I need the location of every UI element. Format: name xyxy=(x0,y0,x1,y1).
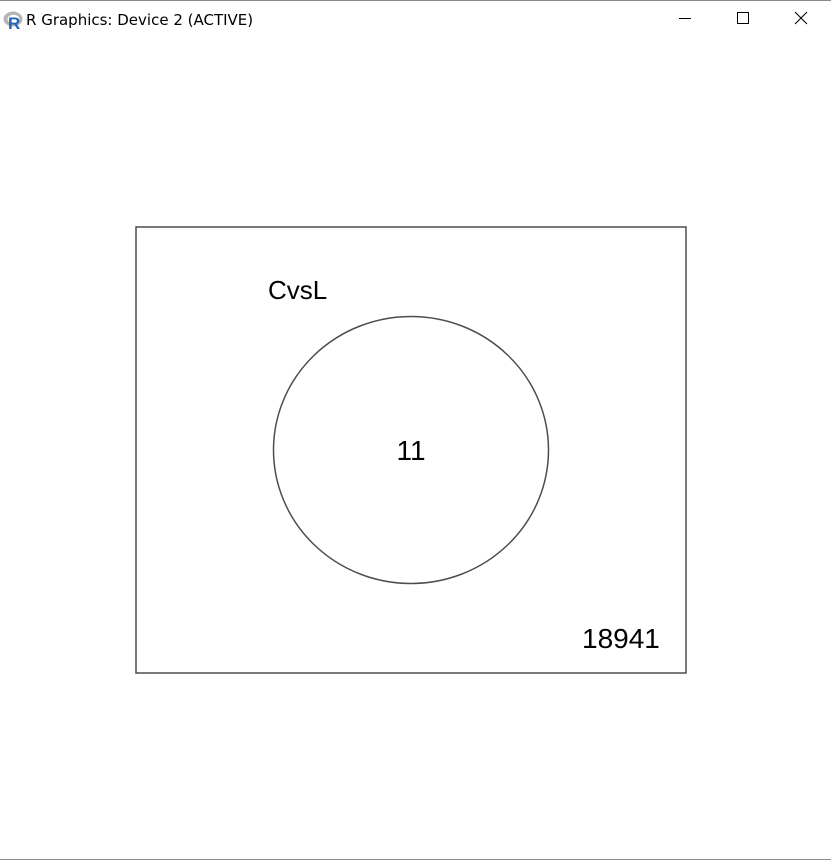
set-circle xyxy=(272,315,550,585)
minimize-button[interactable] xyxy=(656,1,714,40)
set-label: CvsL xyxy=(268,275,327,305)
maximize-button[interactable] xyxy=(714,1,772,40)
inside-count: 11 xyxy=(396,435,425,466)
maximize-icon xyxy=(736,11,750,30)
outside-count: 18941 xyxy=(582,623,660,654)
plot-area: CvsL 11 18941 xyxy=(0,40,831,859)
r-logo-icon: R xyxy=(3,10,23,33)
svg-text:R: R xyxy=(8,14,20,30)
minimize-icon xyxy=(678,11,692,30)
close-icon xyxy=(794,11,808,30)
universe-rectangle xyxy=(135,226,687,674)
title-bar[interactable]: R R Graphics: Device 2 (ACTIVE) xyxy=(0,1,831,40)
venn-diagram: CvsL 11 18941 xyxy=(135,226,687,674)
window-title: R Graphics: Device 2 (ACTIVE) xyxy=(26,11,254,29)
close-button[interactable] xyxy=(772,1,830,40)
